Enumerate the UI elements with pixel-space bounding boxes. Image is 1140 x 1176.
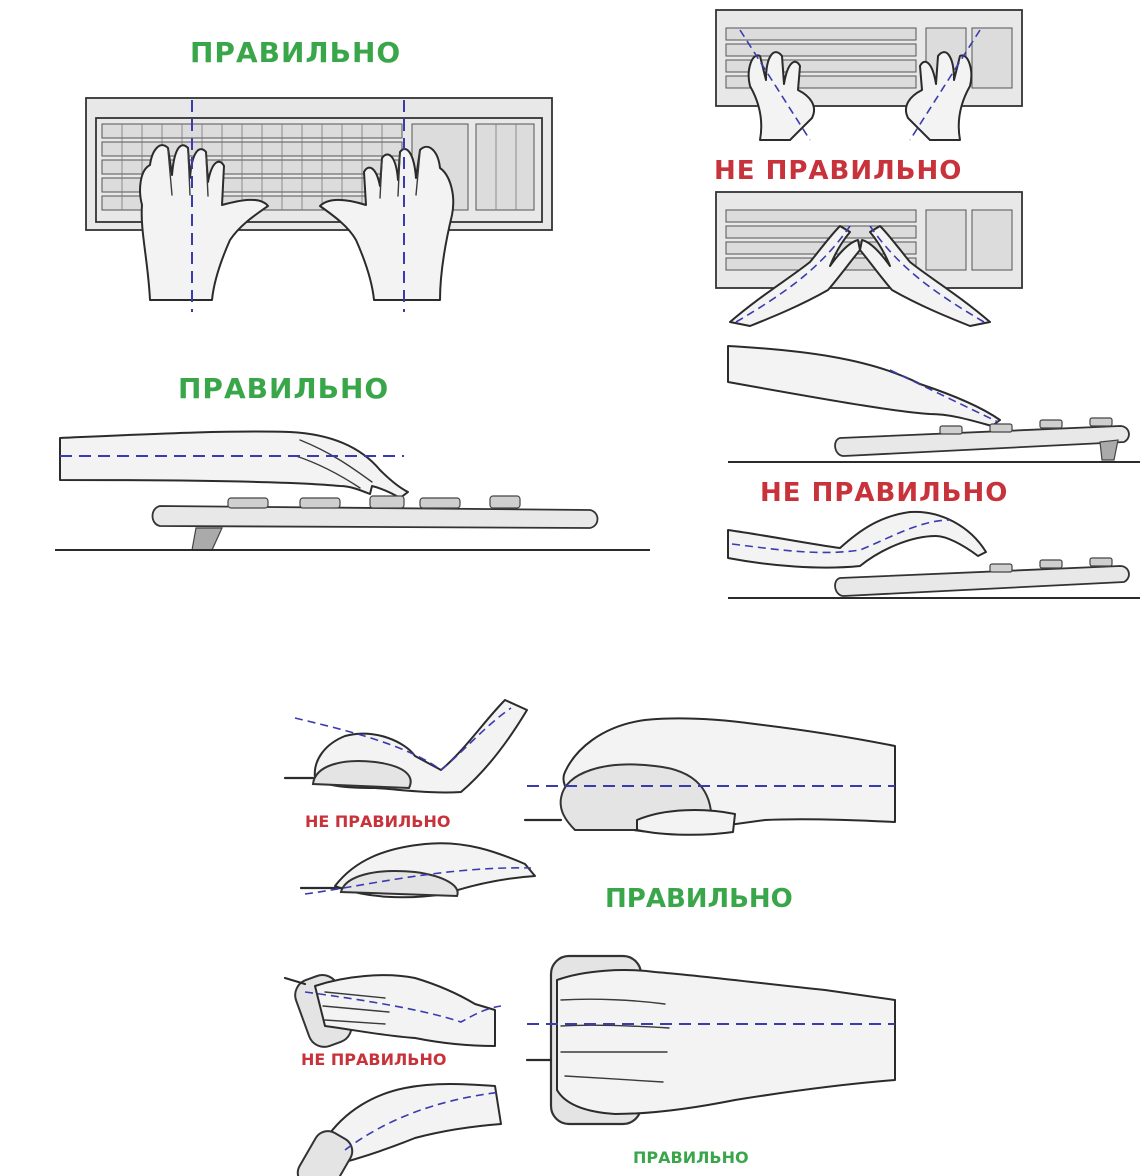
mouse-panel: НЕ ПРАВИЛЬНО ПРАВИЛЬНО НЕ ПРАВИЛЬНО ПРАВ…: [265, 680, 905, 1176]
mouse-side-correct-label: ПРАВИЛЬНО: [605, 884, 793, 914]
keyboard-top-correct-illustration: [0, 0, 700, 330]
mouse-top-incorrect-label: НЕ ПРАВИЛЬНО: [301, 1050, 446, 1069]
keyboard-top-correct-panel: ПРАВИЛЬНО: [0, 0, 700, 330]
keyboard-top-incorrect-panel: НЕ ПРАВИЛЬНО: [700, 0, 1140, 330]
keyboard-side-correct-illustration: [0, 330, 700, 600]
mouse-top-correct-label: ПРАВИЛЬНО: [633, 1148, 749, 1167]
mouse-illustration: [265, 680, 905, 1176]
forearm-hand: [60, 431, 408, 498]
keyboard-side-incorrect-label: НЕ ПРАВИЛЬНО: [760, 478, 1008, 508]
keyboard-side-incorrect-illustration: [700, 330, 1140, 600]
keyboard-top-incorrect-label: НЕ ПРАВИЛЬНО: [714, 156, 962, 186]
keyboard-side: [153, 506, 598, 528]
keyboard-side-incorrect-panel: НЕ ПРАВИЛЬНО: [700, 330, 1140, 600]
mouse-side-incorrect-label: НЕ ПРАВИЛЬНО: [305, 812, 450, 831]
keyboard-side-correct-panel: ПРАВИЛЬНО: [0, 330, 700, 600]
